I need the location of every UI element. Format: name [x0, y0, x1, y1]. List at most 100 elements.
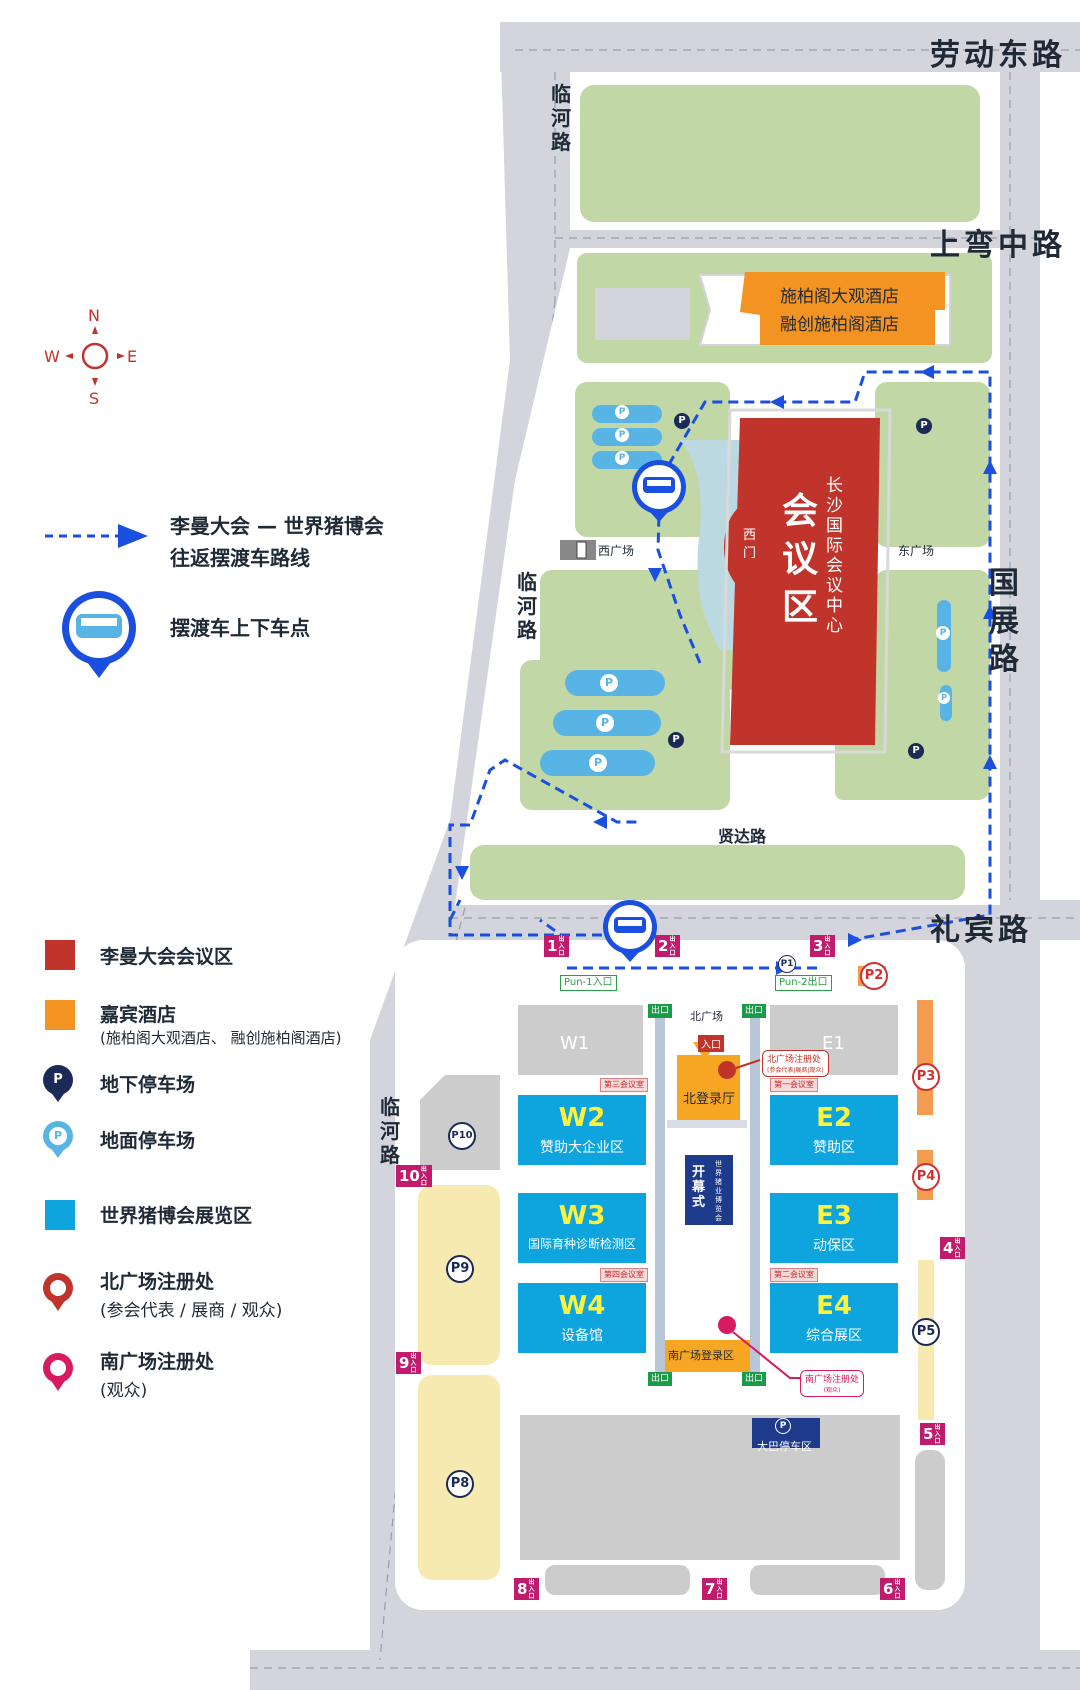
- legend-shuttle-pin: [62, 591, 136, 678]
- legend-south-reg-pin: [43, 1353, 73, 1391]
- exit-tag-ne: 出口: [742, 1004, 767, 1018]
- legend-surface-parking: 地面停车场: [100, 1130, 196, 1152]
- gate-8[interactable]: 8出入口: [514, 1578, 540, 1600]
- laodong-road: [500, 22, 1080, 72]
- conference-building: [730, 418, 880, 745]
- hotel-label-2: 融创施柏阁酒店: [780, 315, 899, 335]
- parking-p9-icon: P9: [446, 1255, 474, 1283]
- underground-parking-p-icon: P: [916, 418, 932, 434]
- legend-conference: 李曼大会会议区: [100, 946, 234, 968]
- legend-route-line2: 往返摆渡车路线: [170, 546, 310, 570]
- legend-hotel-swatch: [45, 1000, 75, 1030]
- conf-center-label: 长沙国际会议中心: [826, 476, 843, 636]
- hotel-building: [740, 272, 945, 345]
- parking-p2-icon: P2: [860, 962, 888, 990]
- east-plaza-label: 东广场: [898, 544, 935, 558]
- entrance-tag: 入口: [698, 1035, 724, 1052]
- legend-north-reg: 北广场注册处: [100, 1271, 215, 1293]
- surface-parking-p-icon: P: [596, 714, 614, 732]
- legend-expo: 世界猪博会展览区: [100, 1205, 253, 1227]
- opening-block: [685, 1155, 733, 1225]
- meeting-room-2: 第二会议室: [770, 1268, 818, 1282]
- expo-hall-label: 世界猪业博览会: [715, 1160, 722, 1222]
- south-reg-pin[interactable]: [718, 1316, 736, 1334]
- compass-n: N: [88, 306, 100, 325]
- surface-parking-p-icon: P: [589, 754, 607, 772]
- compass-e: E: [127, 347, 138, 366]
- legend-surface-p-icon: P: [49, 1127, 67, 1145]
- gate-3[interactable]: 3出入口: [810, 935, 836, 957]
- conf-zone-label: 会议区: [782, 491, 819, 628]
- meeting-room-1: 第一会议室: [770, 1078, 818, 1092]
- legend-conference-swatch: [45, 940, 75, 970]
- legend-south-reg: 南广场注册处: [100, 1351, 215, 1373]
- green-south: [470, 845, 965, 900]
- road-shangwan: 上弯中路: [930, 228, 1066, 263]
- parking-p10-icon: P10: [448, 1122, 476, 1150]
- surface-parking-p-icon: P: [615, 405, 629, 419]
- underground-parking-p-icon: P: [668, 732, 684, 748]
- shuttle-stop-pin-south[interactable]: [603, 900, 657, 962]
- exit-tag-se: 出口: [742, 1372, 767, 1386]
- gate-5[interactable]: 5出入口: [920, 1423, 946, 1445]
- compass-w: W: [44, 347, 60, 366]
- south-reg-tag: 南广场注册处(观众): [800, 1370, 865, 1397]
- legend-south-reg-sub: (观众): [100, 1381, 148, 1401]
- compass: [65, 326, 125, 386]
- west-gate: [724, 502, 780, 592]
- hall-w1[interactable]: W1: [518, 1005, 643, 1075]
- legend-ug-p-icon: P: [47, 1069, 69, 1091]
- legend-hotel-sub: (施柏阁大观酒店、 融创施柏阁酒店): [100, 1029, 342, 1047]
- gate-10[interactable]: 10出入口: [396, 1165, 432, 1187]
- legend-route-line: [45, 524, 148, 548]
- surface-parking-p-icon: P: [615, 451, 629, 465]
- bus-parking-label: 大巴停车区: [757, 1440, 812, 1453]
- parking-p3-icon: P3: [912, 1063, 940, 1091]
- road-laodong: 劳动东路: [930, 38, 1066, 73]
- gate-7[interactable]: 7出入口: [702, 1578, 728, 1600]
- legend-underground-parking: 地下停车场: [100, 1074, 196, 1096]
- parking-p1-icon: P1: [778, 955, 796, 973]
- legend-route-line1: 李曼大会 — 世界猪博会: [170, 514, 384, 538]
- road-libin: 礼宾路: [930, 913, 1032, 948]
- road-xianda: 贤达路: [718, 827, 767, 846]
- parking-p5-icon: P5: [912, 1318, 940, 1346]
- underground-parking-p-icon: P: [674, 413, 690, 429]
- north-reg-pin[interactable]: [718, 1061, 736, 1079]
- gate-4[interactable]: 4出入口: [940, 1237, 966, 1259]
- gate-2[interactable]: 2出入口: [655, 935, 681, 957]
- south-lobby-label: 南广场登录区: [668, 1349, 734, 1362]
- surface-parking-p-icon: P: [938, 692, 950, 704]
- orange-lot-p3: [917, 1000, 933, 1115]
- gate-1[interactable]: 1出入口: [544, 935, 570, 957]
- legend-hotel: 嘉宾酒店: [100, 1004, 177, 1026]
- parking-p4-icon: P4: [912, 1163, 940, 1191]
- surface-parking-p-icon: P: [600, 674, 618, 692]
- gate-6[interactable]: 6出入口: [880, 1578, 906, 1600]
- opening-label: 开幕式: [692, 1165, 706, 1210]
- north-plaza-label: 北广场: [690, 1010, 723, 1023]
- legend-north-reg-sub: (参会代表 / 展商 / 观众): [100, 1301, 283, 1321]
- north-lobby-label: 北登录厅: [683, 1092, 736, 1107]
- north-reg-tag: 北广场注册处(参会代表|展商|观众): [762, 1050, 829, 1077]
- legend-shuttle-stop: 摆渡车上下车点: [170, 616, 310, 640]
- green-ne: [875, 382, 990, 547]
- legend-north-reg-pin: [43, 1273, 73, 1311]
- road-linhe-bottom: 临河路: [380, 1095, 400, 1167]
- parking-p8-icon: P8: [446, 1470, 474, 1498]
- bus-parking-p-icon: P: [775, 1418, 791, 1434]
- parking-exit-tag: Pun-2出口: [775, 975, 832, 991]
- exit-tag-sw: 出口: [648, 1372, 673, 1386]
- gate-9[interactable]: 9出入口: [396, 1352, 422, 1374]
- hotel-label-1: 施柏阁大观酒店: [780, 287, 899, 307]
- shuttle-stop-pin-north[interactable]: [632, 460, 686, 522]
- legend-expo-swatch: [45, 1200, 75, 1230]
